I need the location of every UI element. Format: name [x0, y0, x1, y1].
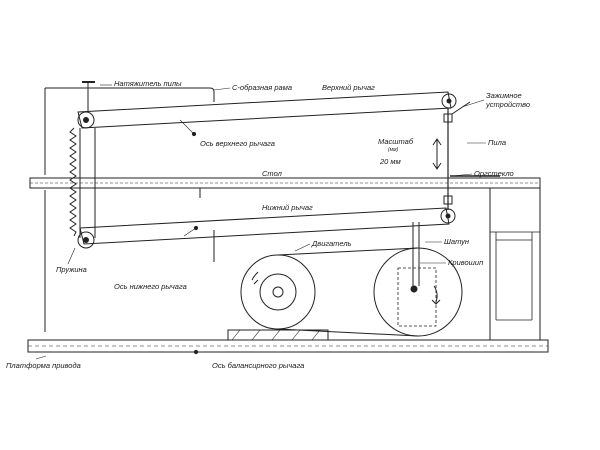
label-balance-lever-axis: Ось балансирного рычага: [212, 361, 305, 370]
body-right: [489, 188, 541, 340]
lower-frame-box: [199, 188, 215, 262]
label-c-frame: С-образная рама: [232, 83, 293, 92]
label-table: Стол: [262, 169, 282, 178]
motor-base: [227, 329, 329, 341]
label-drive-platform: Платформа привода: [6, 361, 81, 370]
label-saw-tensioner: Натяжитель пилы: [114, 79, 182, 88]
belt-top: [277, 247, 419, 256]
label-spring: Пружина: [56, 265, 87, 274]
label-lower-lever: Нижний рычаг: [262, 203, 313, 212]
upper-lever-rear-pivot: [77, 111, 95, 129]
label-motor: Двигатель: [312, 239, 352, 248]
label-clamp-device: Зажимное устройство: [486, 91, 531, 109]
upper-lever-front-pivot: [441, 93, 457, 109]
label-lower-lever-axis: Ось нижнего рычага: [114, 282, 187, 291]
label-saw: Пила: [488, 138, 507, 147]
label-upper-lever-axis: Ось верхнего рычага: [200, 139, 275, 148]
label-scale-value: 20 мм: [380, 157, 401, 166]
c-frame: [44, 87, 215, 332]
label-connecting-rod: Шатун: [444, 237, 470, 246]
crank-dashed: [397, 267, 437, 327]
lower-clamp: [443, 195, 453, 205]
lower-lever-rear-pivot: [77, 231, 95, 249]
motor-pulley: [240, 254, 316, 330]
label-scale-unit-small: (мм): [388, 147, 399, 153]
lower-lever: [79, 207, 450, 245]
spring-icon: [69, 127, 77, 237]
upper-clamp: [443, 113, 453, 123]
label-scale: Масштаб: [378, 137, 414, 146]
label-plexiglass: Оргстекло: [474, 169, 514, 178]
label-upper-lever: Верхний рычаг: [322, 83, 375, 92]
upper-lever: [77, 91, 452, 129]
label-crankshaft: Кривошип: [448, 258, 484, 267]
right-stand: [490, 231, 541, 340]
